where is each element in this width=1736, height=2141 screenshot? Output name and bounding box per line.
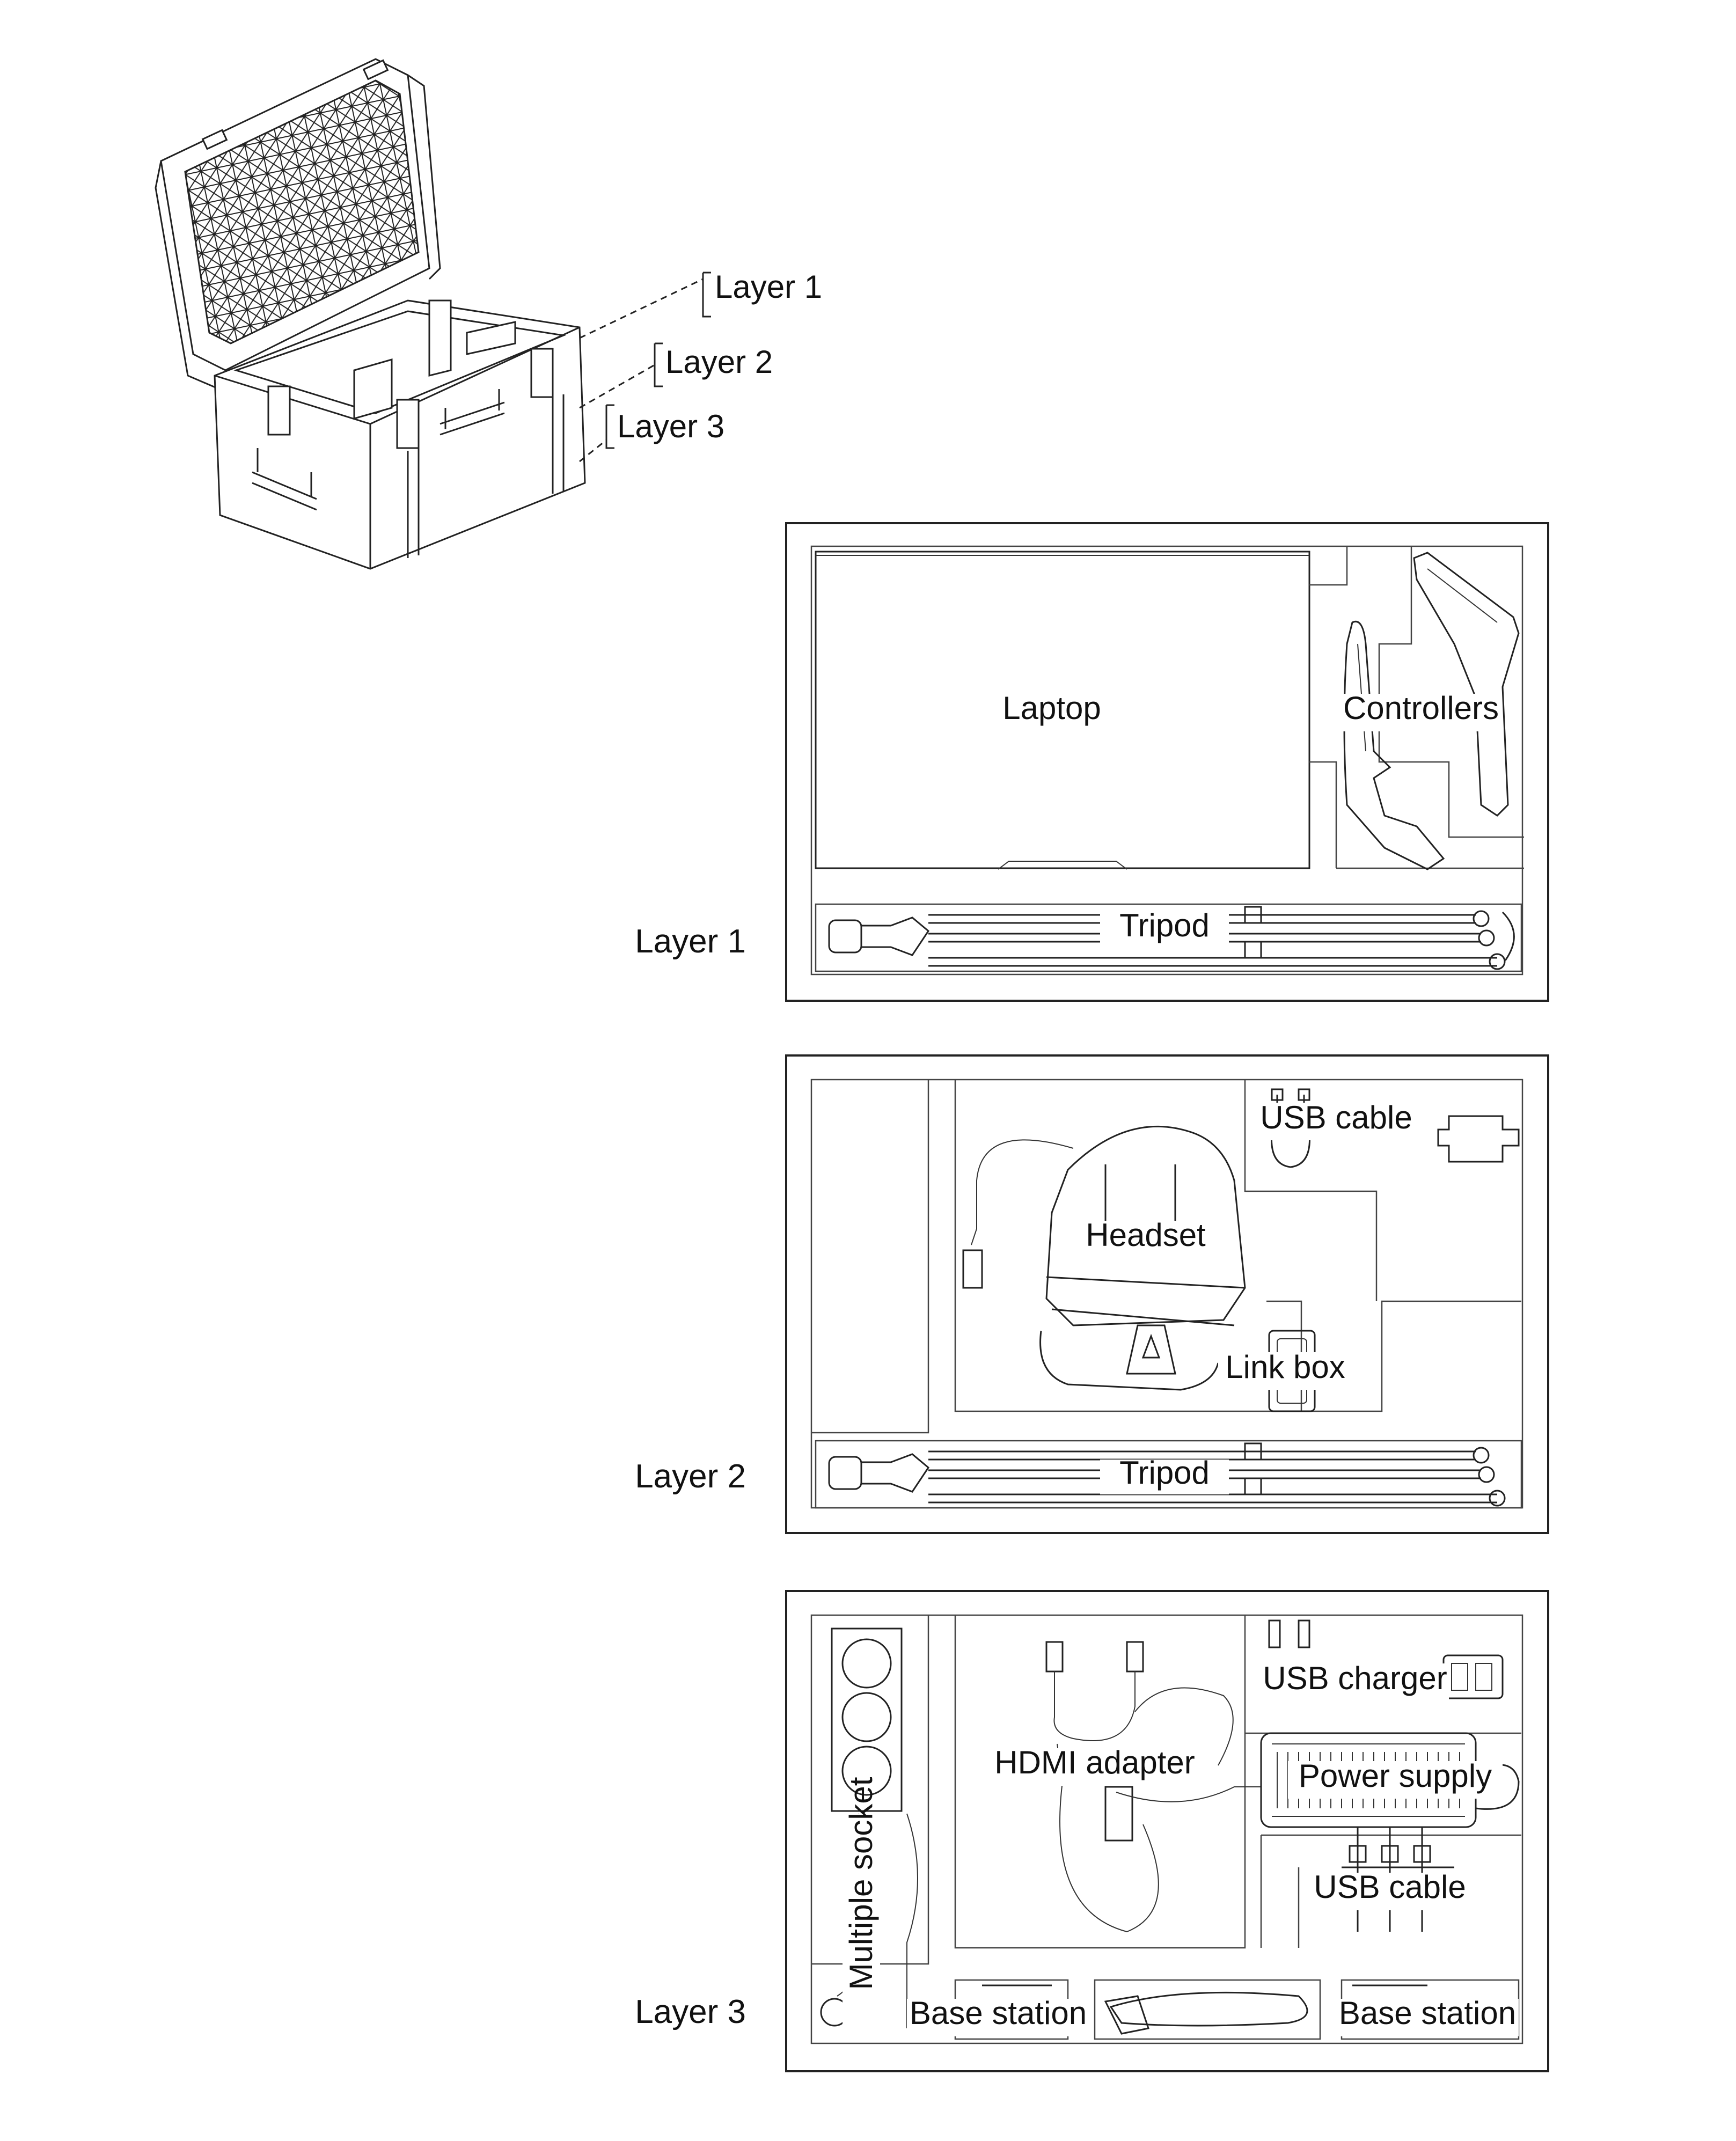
headset-icon [962, 1125, 1246, 1391]
headset-label: Headset [1086, 1217, 1206, 1253]
laptop-label: Laptop [1002, 690, 1101, 726]
power-supply-label: Power supply [1299, 1758, 1492, 1794]
callout-layer-2: Layer 2 [665, 344, 773, 380]
layer-1-panel: Laptop Controllers Tripod Layer 1 [635, 522, 1549, 1002]
hdmi-adapter-icon [1045, 1641, 1261, 1933]
callout-layer-1: Layer 1 [715, 269, 822, 305]
controller-icon [1343, 552, 1520, 870]
layer-3-panel: USB charger HDMI adapter Power supply US… [635, 1590, 1549, 2072]
layer-2-side-label: Layer 2 [635, 1458, 746, 1495]
tripod-label-2: Tripod [1119, 1455, 1210, 1491]
usb-cable-label: USB cable [1260, 1099, 1412, 1135]
layer-callouts: Layer 1 Layer 2 Layer 3 [579, 269, 822, 463]
hdmi-adapter-label: HDMI adapter [994, 1744, 1195, 1780]
layer-3-side-label: Layer 3 [635, 1993, 746, 2030]
usb-cable-label-3: USB cable [1314, 1869, 1466, 1905]
callout-layer-3: Layer 3 [617, 408, 724, 444]
usb-charger-label: USB charger [1263, 1660, 1447, 1696]
link-box-label: Link box [1225, 1349, 1345, 1385]
layer-1-side-label: Layer 1 [635, 923, 746, 960]
tripod-label: Tripod [1119, 907, 1210, 943]
base-station-label-right: Base station [1339, 1995, 1516, 2031]
base-station-label-left: Base station [910, 1995, 1087, 2031]
laptop-icon [815, 551, 1310, 870]
multiple-socket-label: Multiple socket [843, 1777, 879, 1990]
layer-2-panel: USB cable Headset Link box Tripod Layer … [635, 1054, 1549, 1534]
case-icon [155, 58, 586, 570]
controllers-label: Controllers [1343, 690, 1499, 726]
